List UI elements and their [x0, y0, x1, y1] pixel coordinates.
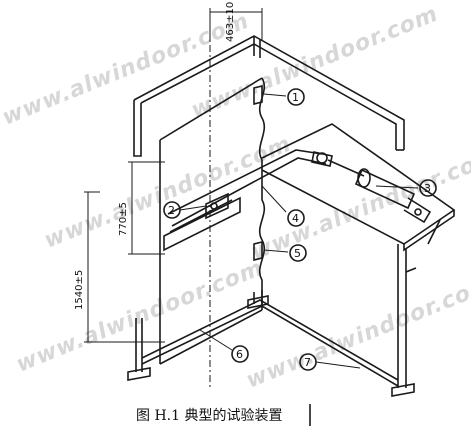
dimension-1540: 1540±5	[74, 191, 165, 343]
dimension-1540-label: 1540±5	[74, 270, 85, 310]
callout-3-label: 3	[424, 182, 431, 195]
callout-6: 6	[231, 345, 249, 363]
callout-2-label: 2	[168, 204, 175, 217]
callout-4-label: 4	[292, 212, 299, 225]
dimension-770-label: 770±5	[118, 202, 129, 236]
figure-caption: 图 H.1 典型的试验装置	[136, 408, 282, 424]
lower-frame	[127, 290, 399, 387]
upper-frame	[133, 35, 405, 157]
watermark-3: www.alwindoor.com	[41, 131, 295, 253]
callout-4: 4	[287, 209, 305, 227]
callout-3: 3	[419, 179, 437, 197]
callout-5-label: 5	[294, 247, 301, 260]
dimension-770: 770±5	[118, 161, 165, 255]
callout-7: 7	[299, 353, 317, 371]
watermark-5: www.alwindoor.com	[13, 255, 267, 377]
right-frame-leg	[391, 244, 417, 397]
callout-5: 5	[289, 244, 307, 262]
callout-1: 1	[287, 88, 305, 106]
door-closer-assembly	[163, 149, 333, 252]
test-table-top	[261, 123, 456, 252]
dimension-463-label: 463±10	[225, 2, 236, 42]
watermark-6: www.alwindoor.com	[243, 271, 471, 393]
stop-block-upper	[253, 84, 263, 106]
callout-6-label: 6	[236, 348, 243, 361]
watermark-4: www.alwindoor.com	[248, 143, 471, 265]
closer-cylinder	[327, 159, 432, 224]
callout-2: 2	[163, 201, 181, 219]
stop-block-lower	[253, 240, 263, 262]
callout-1-label: 1	[292, 91, 299, 104]
door-leaf	[159, 77, 266, 365]
watermark-layer: www.alwindoor.com www.alwindoor.com www.…	[0, 1, 471, 393]
callout-7-label: 7	[304, 356, 311, 369]
dimension-463: 463±10	[209, 2, 263, 42]
leader-lines	[179, 93, 419, 369]
